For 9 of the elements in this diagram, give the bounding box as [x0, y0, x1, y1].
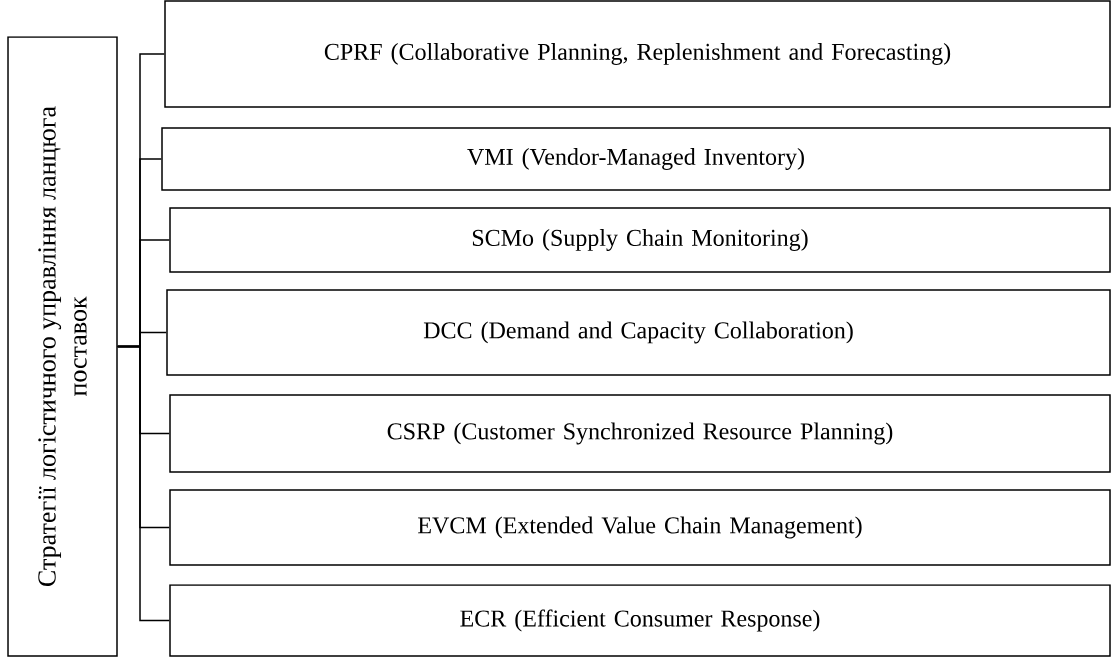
strategy-box: DCC (Demand and Capacity Collaboration)	[166, 289, 1111, 376]
strategy-box: SCMo (Supply Chain Monitoring)	[169, 207, 1111, 273]
category-box: Стратегії логістичного управління ланцюга поставок	[7, 36, 118, 657]
strategy-box: CSRP (Customer Synchronized Resource Planning)	[169, 394, 1111, 473]
strategy-box: CPRF (Collaborative Planning, Replenishment and Forecasting)	[164, 0, 1111, 108]
strategy-box: ECR (Efficient Consumer Response)	[169, 584, 1111, 657]
strategy-box: VMI (Vendor-Managed Inventory)	[161, 127, 1111, 191]
connector-line	[117, 345, 170, 622]
strategy-box: EVCM (Extended Value Chain Management)	[169, 489, 1111, 566]
